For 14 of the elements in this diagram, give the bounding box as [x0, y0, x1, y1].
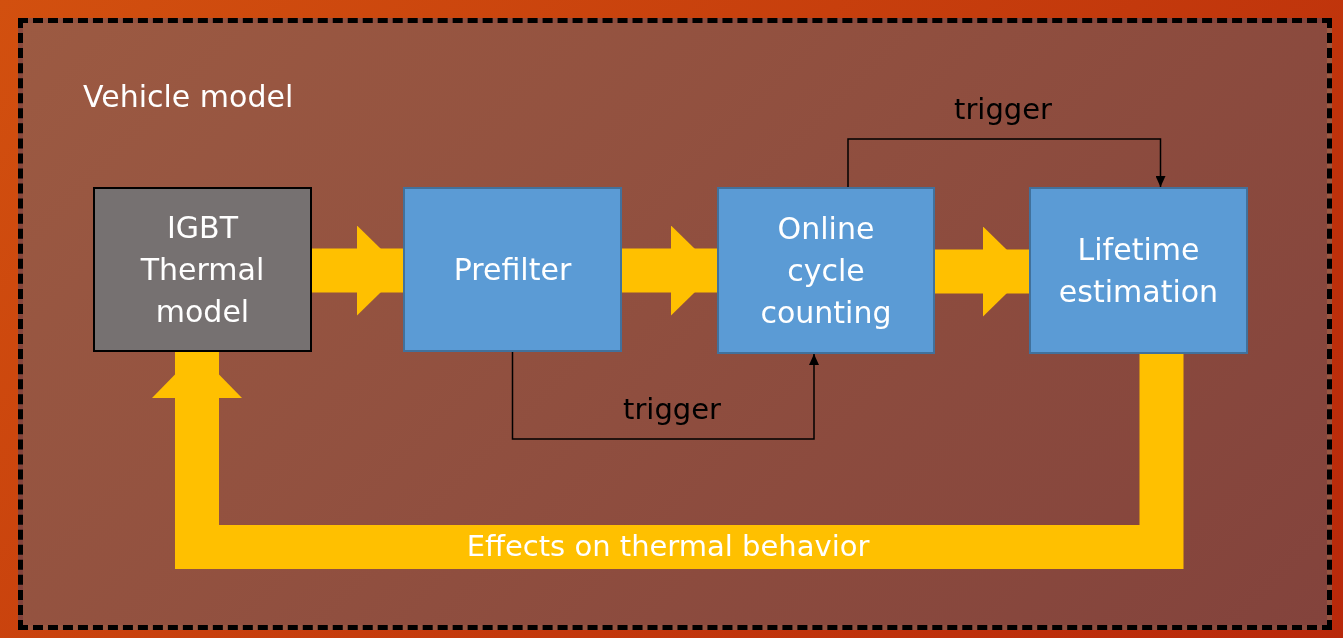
container-heading: Vehicle model	[83, 79, 294, 114]
edge-label: trigger	[954, 94, 1052, 126]
block-arrow	[622, 225, 717, 316]
process-box: IGBT Thermal model	[93, 187, 312, 352]
process-box: Prefilter	[403, 187, 622, 352]
block-arrow	[935, 226, 1029, 317]
process-box: Online cycle counting	[717, 187, 935, 354]
arrow	[511, 351, 819, 440]
block-arrow	[312, 225, 403, 316]
dashed-container	[18, 18, 1332, 630]
arrow	[847, 138, 1166, 188]
process-box: Lifetime estimation	[1029, 187, 1248, 354]
edge-label: trigger	[623, 394, 721, 426]
block-arrow	[152, 352, 1184, 569]
